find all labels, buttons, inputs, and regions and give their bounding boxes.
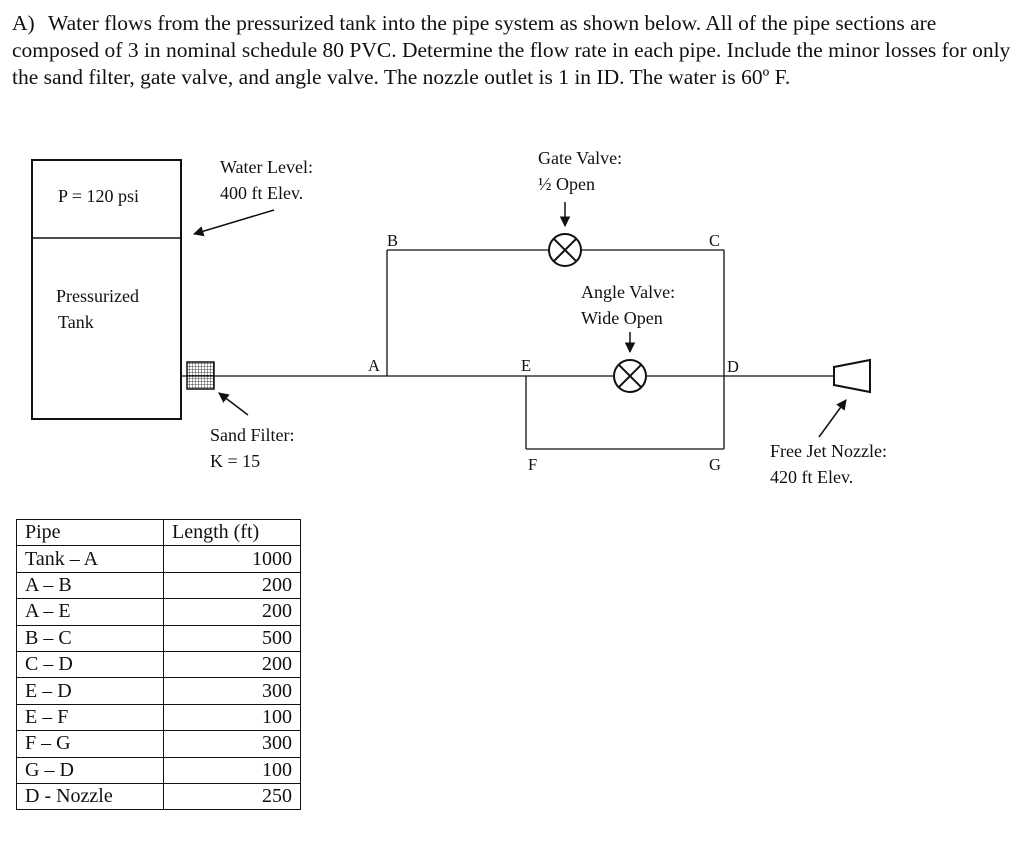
point-label-E: E <box>521 356 531 375</box>
pipe-length: 300 <box>163 677 301 705</box>
gate-valve-icon <box>548 233 582 267</box>
tank-pressure-label: P = 120 psi <box>58 186 139 206</box>
pipe-name: B – C <box>16 624 164 652</box>
angle-valve-icon <box>613 359 647 393</box>
nozzle-label-1: Free Jet Nozzle: <box>770 441 887 461</box>
header-length: Length (ft) <box>163 518 301 547</box>
pipe-length: 100 <box>163 703 301 732</box>
gate-valve-label-1: Gate Valve: <box>538 148 622 168</box>
angle-valve-label-2: Wide Open <box>581 308 663 328</box>
pipe-name: G – D <box>16 756 164 784</box>
tank-outline <box>31 159 182 420</box>
sand-filter-label-2: K = 15 <box>210 451 260 471</box>
point-label-B: B <box>387 231 398 250</box>
pipe-name: E – D <box>16 677 164 705</box>
sand-filter-icon <box>186 361 215 390</box>
water-level-label-2: 400 ft Elev. <box>220 183 303 203</box>
tank-label-2: Tank <box>58 312 94 332</box>
water-level-label-1: Water Level: <box>220 157 313 177</box>
water-level-arrow <box>192 209 275 237</box>
pipe-length: 250 <box>163 782 301 811</box>
pipe-length: 200 <box>163 571 301 600</box>
pipe-length: 1000 <box>163 545 301 573</box>
nozzle-arrow <box>818 399 847 438</box>
sand-filter-arrow <box>218 392 249 416</box>
pipe-length: 200 <box>163 598 301 626</box>
header-pipe: Pipe <box>16 518 164 547</box>
pipe-name: C – D <box>16 650 164 679</box>
point-label-G: G <box>709 455 721 474</box>
tank-label-1: Pressurized <box>56 286 139 306</box>
pipe-length: 100 <box>163 756 301 784</box>
point-label-D: D <box>727 357 739 376</box>
problem-label: A) <box>12 11 35 35</box>
nozzle-label-2: 420 ft Elev. <box>770 467 853 487</box>
pipe-length: 300 <box>163 730 301 758</box>
sand-filter-label-1: Sand Filter: <box>210 425 295 445</box>
angle-valve-label-1: Angle Valve: <box>581 282 675 302</box>
pipe-name: D - Nozzle <box>16 782 164 811</box>
problem-text: Water flows from the pressurized tank in… <box>12 11 1011 89</box>
nozzle-icon <box>833 358 871 394</box>
gate-valve-label-2: ½ Open <box>538 174 595 194</box>
table-header-row: Pipe Length (ft) <box>16 518 301 547</box>
point-label-F: F <box>528 455 537 474</box>
pipe-system-diagram: P = 120 psi Pressurized Tank Water Level… <box>31 148 887 487</box>
point-label-A: A <box>368 356 380 375</box>
point-label-C: C <box>709 231 720 250</box>
pipe-length: 500 <box>163 624 301 652</box>
pipe-length: 200 <box>163 650 301 679</box>
problem-statement: A)Water flows from the pressurized tank … <box>12 10 1012 91</box>
pipe-name: F – G <box>16 730 164 758</box>
pipe-name: Tank – A <box>16 545 164 573</box>
pipe-name: A – E <box>16 598 164 626</box>
pipe-name: E – F <box>16 703 164 732</box>
pipe-name: A – B <box>16 571 164 600</box>
